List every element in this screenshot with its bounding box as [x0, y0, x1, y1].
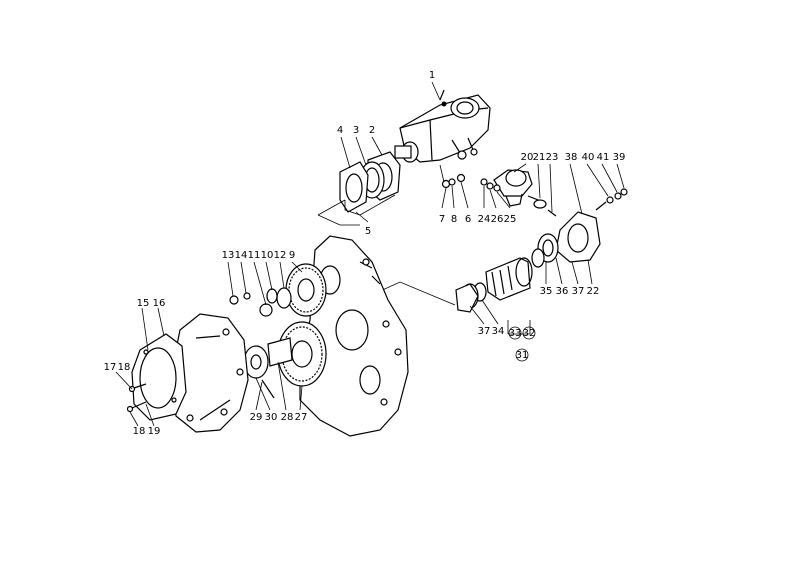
callout-c34: 34: [492, 326, 505, 337]
callout-c37a: 37: [572, 286, 585, 297]
callout-c29: 29: [250, 412, 263, 423]
callout-c3: 3: [353, 125, 359, 136]
nut-8: [448, 178, 456, 186]
callout-c32: 32: [523, 328, 536, 339]
callout-c41: 41: [597, 152, 610, 163]
bolt-6: [456, 173, 466, 183]
callout-c4: 4: [337, 125, 343, 136]
callout-c20: 20: [521, 152, 534, 163]
callout-c16: 16: [153, 298, 166, 309]
filter-assembly: [480, 169, 557, 217]
callout-c40: 40: [582, 152, 595, 163]
callout-c26: 26: [491, 214, 504, 225]
callout-c14: 14: [235, 250, 248, 261]
leader-lines: [115, 81, 625, 427]
callout-c33: 33: [509, 328, 522, 339]
callout-c23: 23: [546, 152, 559, 163]
callout-c28: 28: [281, 412, 294, 423]
hub-10-12: [229, 287, 292, 317]
gear-9: [285, 263, 327, 317]
callout-c12: 12: [274, 250, 287, 261]
callout-c31: 31: [516, 350, 529, 361]
callout-ring-33: [508, 326, 522, 340]
callout-c19: 19: [148, 426, 161, 437]
callout-c30: 30: [265, 412, 278, 423]
callout-c2: 2: [369, 125, 375, 136]
callout-c24: 24: [478, 214, 491, 225]
shaft-28-flange-30: [243, 337, 293, 399]
callout-c17: 17: [104, 362, 117, 373]
callout-c18a: 18: [118, 362, 131, 373]
drive-shaft: [455, 257, 533, 335]
callout-c6: 6: [465, 214, 471, 225]
callout-c9: 9: [289, 250, 295, 261]
callout-c8: 8: [451, 214, 457, 225]
callout-c5: 5: [365, 226, 371, 237]
pump-assembly: [394, 89, 491, 163]
callout-ring-32: [522, 326, 536, 340]
callout-c21: 21: [533, 152, 546, 163]
callout-c10: 10: [261, 250, 274, 261]
callout-c38: 38: [565, 152, 578, 163]
callout-c22: 22: [587, 286, 600, 297]
callout-c39: 39: [613, 152, 626, 163]
callout-c36: 36: [556, 286, 569, 297]
callout-c7: 7: [439, 214, 445, 225]
callout-c15: 15: [137, 298, 150, 309]
gasket-4: [339, 161, 369, 213]
callout-c25: 25: [504, 214, 517, 225]
callout-ring-31: [515, 348, 529, 362]
callout-c11: 11: [248, 250, 261, 261]
elbow-housing: [531, 188, 628, 268]
callout-c13: 13: [222, 250, 235, 261]
callout-c37b: 37: [478, 326, 491, 337]
callout-c18b: 18: [133, 426, 146, 437]
callout-c35: 35: [540, 286, 553, 297]
callout-c27: 27: [295, 412, 308, 423]
callout-c1: 1: [429, 70, 435, 81]
cover-plate: [131, 333, 187, 421]
